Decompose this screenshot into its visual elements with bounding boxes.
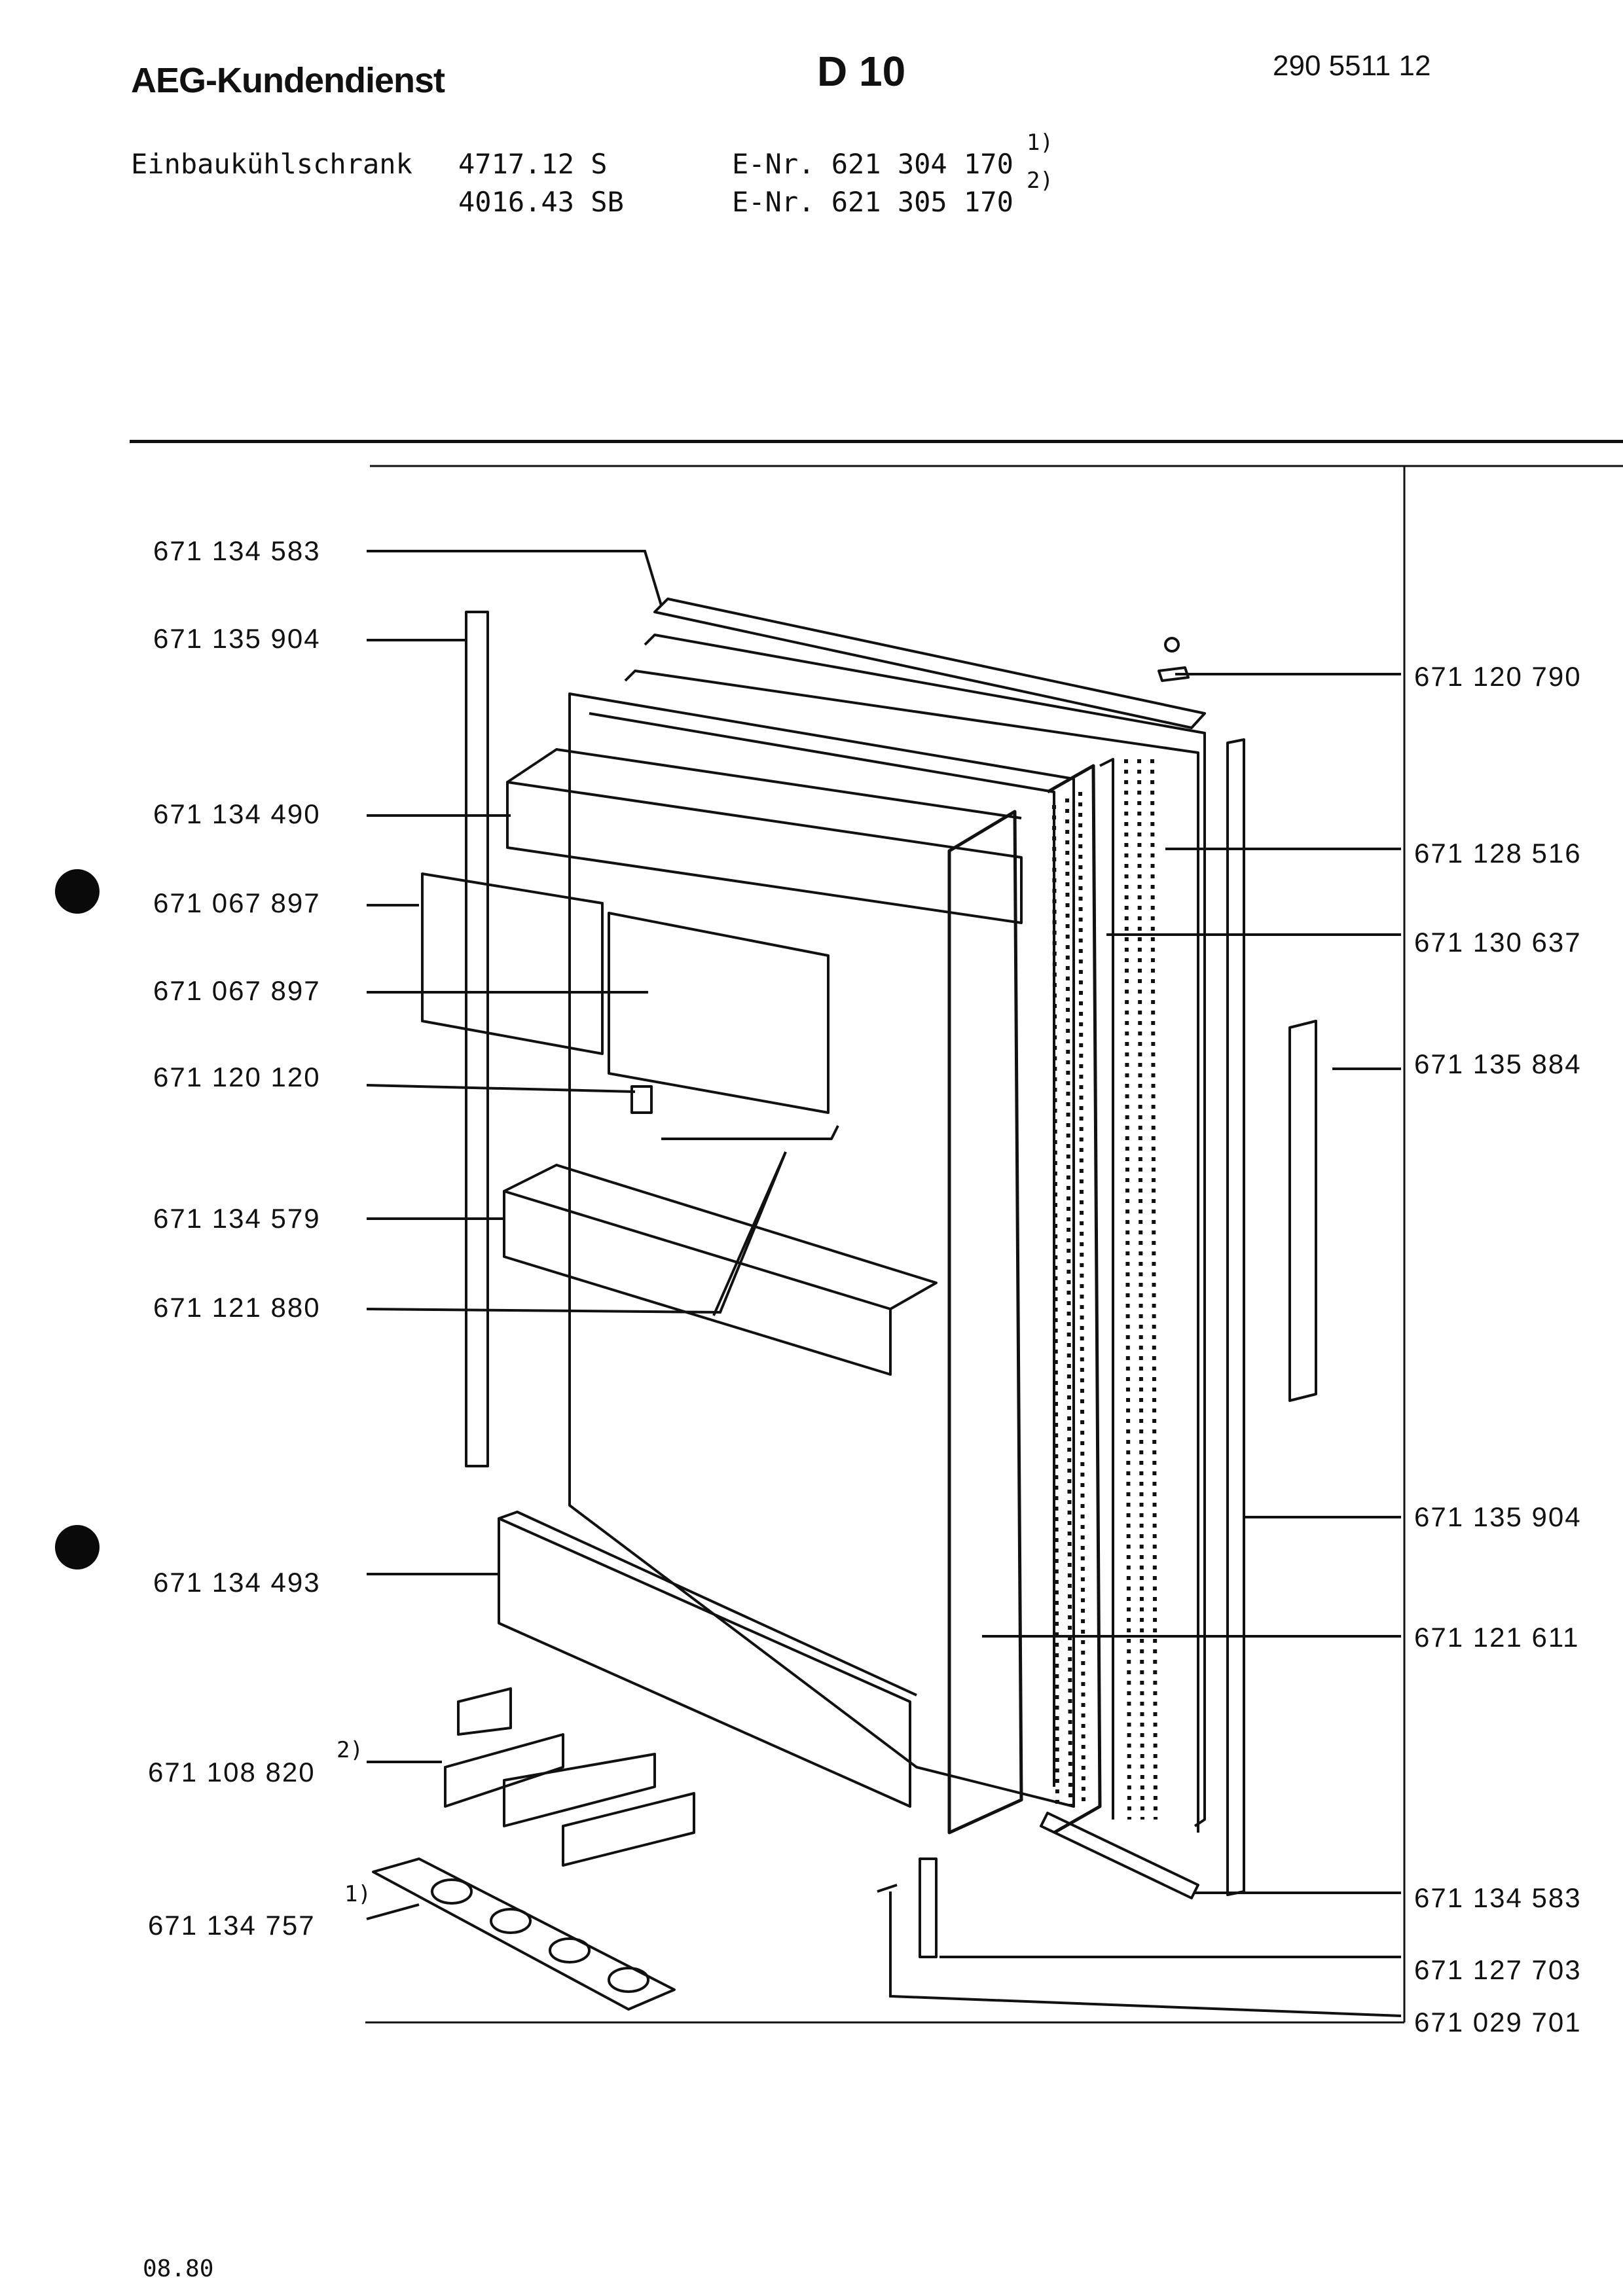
part-number: 671 134 757 [148, 1910, 316, 1941]
enr-number-1: E-Nr. 621 304 170 [732, 148, 1013, 180]
part-footnote: 1) [344, 1881, 371, 1907]
part-number: 671 067 897 [153, 975, 321, 1006]
part-number: 671 029 701 [1414, 2007, 1582, 2037]
part-number: 671 134 583 [1414, 1882, 1582, 1913]
punch-hole-top [55, 869, 100, 914]
part-footnote: 2) [337, 1737, 363, 1763]
egg-tray [372, 1857, 676, 2011]
punch-hole-bottom [55, 1525, 100, 1570]
part-number: 671 128 516 [1414, 838, 1582, 869]
part-number: 671 135 904 [1414, 1501, 1582, 1532]
brand-title: AEG-Kundendienst [131, 61, 445, 100]
model-number-1: 4717.12 S [458, 148, 608, 180]
document-date: 08.80 [143, 2255, 214, 2282]
part-number: 671 134 490 [153, 798, 321, 829]
part-number: 671 108 820 [148, 1757, 316, 1787]
header-divider [130, 440, 1623, 443]
part-number: 671 120 120 [153, 1062, 321, 1092]
part-number: 671 127 703 [1414, 1954, 1582, 1985]
document-number: 290 5511 12 [1273, 50, 1431, 82]
enr-number-2: E-Nr. 621 305 170 [732, 186, 1013, 218]
part-number: 671 067 897 [153, 888, 321, 918]
product-name: Einbaukühlschrank [131, 148, 412, 180]
top-shelf-bin [506, 781, 1023, 924]
footnote-marker-1: 1) [1027, 130, 1053, 156]
part-number: 671 134 583 [153, 535, 321, 566]
part-number: 671 121 611 [1414, 1622, 1580, 1653]
part-number: 671 135 904 [153, 623, 321, 654]
footnote-marker-2: 2) [1027, 168, 1053, 194]
part-number: 671 121 880 [153, 1292, 321, 1323]
part-number: 671 135 884 [1414, 1049, 1582, 1079]
part-number: 671 134 493 [153, 1567, 321, 1598]
part-number: 671 134 579 [153, 1203, 321, 1234]
bottom-bin [498, 1517, 911, 1808]
model-number-2: 4016.43 SB [458, 186, 624, 218]
part-number: 671 130 637 [1414, 927, 1582, 958]
section-code: D 10 [817, 48, 906, 95]
middle-shelf [503, 1190, 892, 1376]
part-number: 671 120 790 [1414, 661, 1582, 692]
top-rail [653, 598, 1206, 729]
